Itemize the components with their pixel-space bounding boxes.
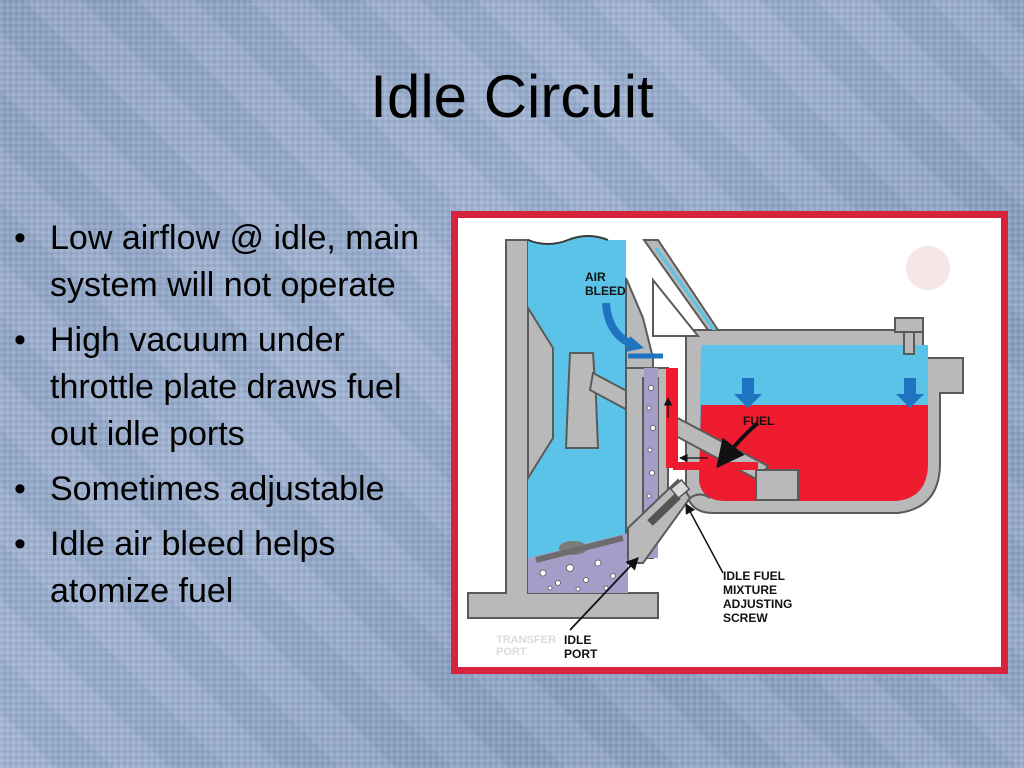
screw-seat (687, 493, 711, 501)
air-surface (527, 235, 609, 245)
fuel-label: FUEL (743, 414, 774, 428)
air-bleed-label: BLEED (585, 284, 626, 298)
air-bleed-channel (654, 248, 716, 330)
bullet-item: • High vacuum under throttle plate draws … (14, 317, 449, 458)
air-bleed-label: AIR (585, 270, 606, 284)
slide-title: Idle Circuit (370, 63, 654, 130)
port-leader-arrow (569, 557, 639, 631)
mixture-bubbles (539, 559, 616, 592)
main-nozzle (564, 352, 600, 449)
down-arrow-icon (734, 378, 762, 408)
down-arrow-icon (896, 378, 924, 408)
bullet-dot: • (14, 321, 26, 359)
bowl-vent (894, 317, 924, 333)
fuel-leader-arrow (716, 421, 760, 469)
screw-label: SCREW (723, 611, 768, 625)
idle-fuel-feed (666, 368, 678, 468)
idle-port-label: IDLE (564, 633, 591, 647)
bullet-text: High vacuum under throttle plate draws f… (50, 321, 402, 453)
ghost-text: PORT (496, 646, 527, 658)
bowl-vent-stem (903, 331, 915, 355)
bullet-item: • Idle air bleed helps atomize fuel (14, 521, 449, 615)
bullet-item: • Sometimes adjustable (14, 466, 449, 513)
mixture-screw-head (669, 478, 691, 500)
air-bleed-triangle (652, 277, 701, 337)
ghost-text: TRANSFER (496, 634, 556, 646)
bullet-item: • Low airflow @ idle, main system will no… (14, 215, 449, 309)
idle-port-label: PORT (564, 647, 598, 661)
bullet-list: • Low airflow @ idle, main system will no… (14, 215, 449, 623)
carburetor-diagram-svg: TRANSFER PORT (467, 235, 964, 661)
bullet-text: Idle air bleed helps atomize fuel (50, 525, 336, 610)
throttle-bore-mixture (528, 533, 628, 593)
bullet-text: Sometimes adjustable (50, 470, 385, 508)
bullet-dot: • (14, 219, 26, 257)
main-jet (755, 469, 799, 501)
carburetor-diagram: TRANSFER PORT (451, 211, 1008, 674)
venturi-left (527, 304, 554, 482)
bullet-dot: • (14, 525, 26, 563)
ghost-shape (906, 246, 950, 290)
throttle-plate (535, 535, 624, 563)
screw-label: ADJUSTING (723, 597, 792, 611)
screw-label: MIXTURE (723, 583, 777, 597)
bullet-text: Low airflow @ idle, main system will not… (50, 219, 419, 304)
air-bleed-arrowhead (626, 336, 644, 352)
mixture-screw (647, 493, 681, 526)
bullet-dot: • (14, 470, 26, 508)
screw-label: IDLE FUEL (723, 569, 785, 583)
screw-leader-arrow (685, 503, 724, 574)
